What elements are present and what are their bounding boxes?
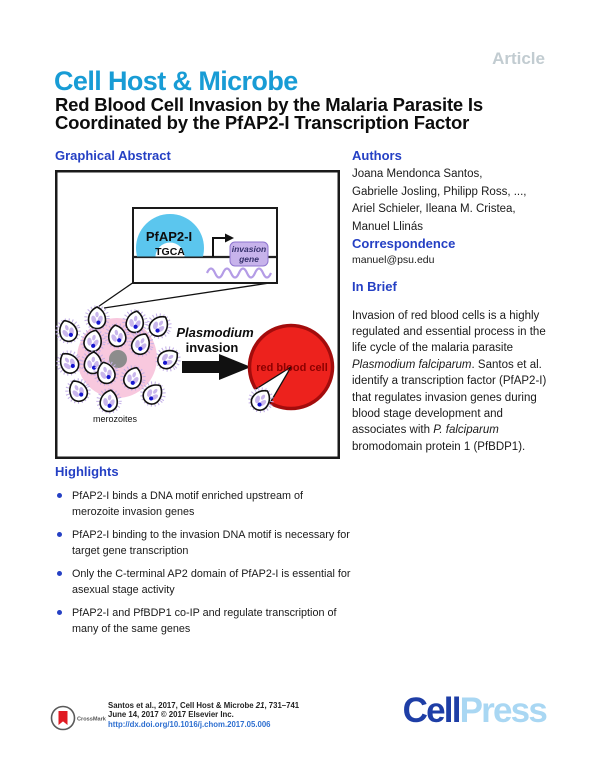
- callout-line-right: [103, 281, 277, 309]
- merozoites-label: merozoites: [93, 414, 138, 424]
- author-line: Gabrielle Josling, Philipp Ross, ...,: [352, 185, 527, 198]
- highlight-item: PfAP2-I and PfBDP1 co-IP and regulate tr…: [55, 605, 351, 637]
- process-label-line-2: invasion: [186, 340, 239, 355]
- citation-segment: Santos et al., 2017, Cell Host & Microbe: [108, 701, 256, 710]
- article-type-label: Article: [492, 49, 545, 68]
- transcription-arrow: [212, 237, 226, 257]
- authors-heading: Authors: [352, 148, 402, 163]
- highlight-text: PfAP2-I binding to the invasion DNA moti…: [72, 529, 350, 557]
- transcription-arrowhead: [225, 233, 234, 243]
- bullet-icon: [57, 532, 62, 537]
- gene-label-line-2: gene: [238, 254, 259, 264]
- author-line: Manuel Llinás: [352, 220, 423, 233]
- paper-title-line-1: Red Blood Cell Invasion by the Malaria P…: [55, 94, 483, 115]
- correspondence-heading: Correspondence: [352, 236, 456, 251]
- species-name: P. falciparum: [433, 424, 499, 437]
- in-brief-segment: . Santos et al. identify a transcription…: [352, 358, 547, 437]
- graphical-abstract-figure: PfAP2-I TGCA invasion gene: [51, 170, 340, 459]
- in-brief-heading: In Brief: [352, 279, 397, 294]
- invasion-gene-box: [229, 241, 269, 267]
- protein-blob: [136, 214, 204, 257]
- crossmark-bookmark-icon: [58, 711, 68, 725]
- process-label-line-1: Plasmodium: [176, 325, 254, 340]
- residual-body: [109, 350, 127, 368]
- in-brief-segment: Invasion of red blood cells is a highly …: [352, 309, 546, 355]
- highlight-text: PfAP2-I and PfBDP1 co-IP and regulate tr…: [72, 607, 337, 635]
- paper-title: Red Blood Cell Invasion by the Malaria P…: [55, 96, 483, 131]
- highlight-item: PfAP2-I binds a DNA motif enriched upstr…: [55, 488, 351, 520]
- correspondence-email[interactable]: manuel@psu.edu: [352, 254, 435, 266]
- protein-label: PfAP2-I: [146, 229, 192, 244]
- citation-block: Santos et al., 2017, Cell Host & Microbe…: [108, 701, 299, 729]
- citation-line-1: Santos et al., 2017, Cell Host & Microbe…: [108, 701, 299, 710]
- cell-wordmark: Cell: [402, 691, 462, 730]
- author-line: Joana Mendonca Santos,: [352, 168, 483, 180]
- in-brief-segment: bromodomain protein 1 (PfBDP1).: [352, 440, 526, 453]
- paper-title-line-2: Coordinated by the PfAP2-I Transcription…: [55, 111, 470, 133]
- cellpress-logo: CellPress: [402, 691, 548, 730]
- doi-link[interactable]: http://dx.doi.org/10.1016/j.chom.2017.05…: [108, 719, 271, 729]
- notch-edge: [255, 366, 292, 390]
- graphical-abstract-heading: Graphical Abstract: [55, 148, 171, 163]
- mrna-wave: [205, 267, 273, 279]
- highlight-item: PfAP2-I binding to the invasion DNA moti…: [55, 527, 351, 559]
- rbc-label: red blood cell: [256, 362, 328, 374]
- citation-segment: , 731–741: [264, 701, 300, 710]
- author-names: Joana Mendonca Santos, Gabrielle Josling…: [352, 166, 527, 236]
- highlights-section: Highlights PfAP2-I binds a DNA motif enr…: [55, 464, 351, 637]
- crossmark-label: CrossMark: [77, 717, 107, 723]
- in-brief-text: Invasion of red blood cells is a highly …: [352, 308, 558, 456]
- bullet-icon: [57, 571, 62, 576]
- highlight-text: Only the C-terminal AP2 domain of PfAP2-…: [72, 568, 351, 596]
- gene-label-line-1: invasion: [232, 244, 266, 254]
- press-wordmark: Press: [459, 691, 548, 730]
- bullet-icon: [57, 493, 62, 498]
- volume-number: 21: [255, 701, 265, 710]
- author-line: Ariel Schieler, Ileana M. Cristea,: [352, 203, 516, 215]
- invasion-arrow: [182, 354, 251, 380]
- motif-label: TGCA: [155, 246, 185, 258]
- notch-edge: [269, 366, 292, 404]
- motif-notch: [155, 242, 185, 257]
- highlight-item: Only the C-terminal AP2 domain of PfAP2-…: [55, 566, 351, 598]
- graphical-abstract-svg: PfAP2-I TGCA invasion gene: [51, 170, 340, 459]
- crossmark-logo[interactable]: CrossMark: [50, 704, 108, 732]
- journal-title: Cell Host & Microbe: [54, 66, 298, 96]
- highlights-heading: Highlights: [55, 464, 119, 479]
- highlight-text: PfAP2-I binds a DNA motif enriched upstr…: [72, 490, 304, 518]
- citation-line-2: June 14, 2017 © 2017 Elsevier Inc.: [108, 710, 234, 720]
- species-name: Plasmodium falciparum: [352, 358, 472, 371]
- bullet-icon: [57, 610, 62, 615]
